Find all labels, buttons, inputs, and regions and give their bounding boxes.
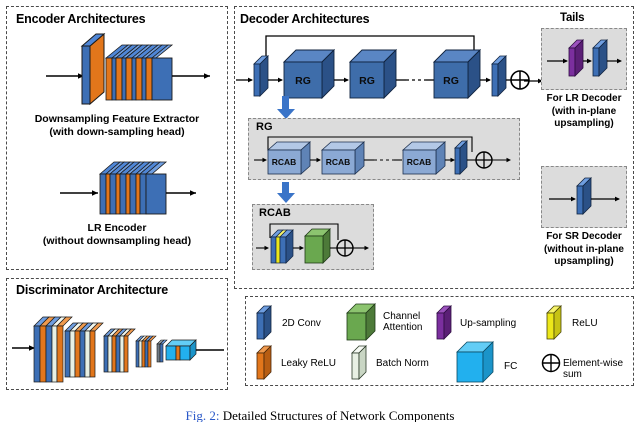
figure-caption-label: Fig. 2: (185, 408, 220, 422)
legend-icon-2d-conv (256, 305, 272, 340)
svg-text:RG: RG (443, 75, 459, 87)
legend-icon-fc (456, 341, 494, 383)
tails-lr-upsample-block (568, 39, 584, 77)
legend-label-relu: ReLU (572, 318, 598, 329)
rg-rcab-block-1: RCAB (320, 141, 366, 175)
legend-icon-up-sampling (436, 305, 452, 340)
legend-label-leaky-relu: Leaky ReLU (281, 358, 337, 369)
decoder-main-chain: RG RG RG (236, 35, 530, 100)
decoder-rg-expand-arrow (277, 96, 295, 119)
tails-sr-caption-line2: (without in-plane (544, 243, 624, 255)
tails-sr-diagram (549, 177, 620, 215)
tails-lr-caption-line1: For LR Decoder (546, 93, 622, 104)
decoder-rg-block-1: RG (348, 48, 398, 100)
decoder-elementwise-sum-icon (510, 70, 530, 90)
legend-icon-relu (546, 305, 562, 340)
legend-icon-element-wise-sum (541, 353, 561, 373)
legend-icon-leaky-relu (256, 345, 272, 380)
svg-text:RG: RG (359, 75, 375, 87)
svg-text:RCAB: RCAB (407, 157, 432, 167)
decoder-rcab-expand-arrow (277, 182, 295, 203)
rcab-elementwise-sum-icon (336, 239, 354, 257)
rg-tail-conv (454, 140, 468, 175)
rg-elementwise-sum-icon (475, 151, 493, 169)
rg-rcab-block-2: RCAB (401, 141, 447, 175)
rg-rcab-block-0: RCAB (266, 141, 312, 175)
tails-sr-caption-line3: upsampling) (554, 256, 614, 267)
decoder-rg-block-0: RG (282, 48, 336, 100)
legend-label-fc: FC (504, 361, 518, 372)
tails-lr-conv-block (592, 39, 608, 77)
legend-label-batch-norm: Batch Norm (376, 358, 429, 369)
svg-text:RCAB: RCAB (326, 157, 351, 167)
svg-text:RCAB: RCAB (272, 157, 297, 167)
decoder-chain-output-arrow (524, 78, 543, 84)
legend-label-channel-attention: Channel Attention (383, 311, 423, 333)
encoder-item-1-caption-line1: LR Encoder (87, 222, 147, 234)
tails-sr-conv-block (576, 177, 592, 215)
legend-label-up-sampling: Up-sampling (460, 318, 517, 329)
legend-icon-batch-norm (351, 345, 367, 380)
encoder-item-1-caption-line2: (without downsampling head) (42, 234, 192, 247)
tails-lr-caption: For LR Decoder (with in-plane upsampling… (528, 93, 640, 131)
svg-text:RG: RG (295, 75, 311, 87)
legend-label-2d-conv: 2D Conv (282, 318, 321, 329)
rcab-conv-relu-stack (270, 229, 294, 264)
figure-caption: Fig. 2: Detailed Structures of Network C… (0, 408, 640, 422)
decoder-head-conv (253, 55, 269, 97)
rcab-group-label: RCAB (259, 207, 291, 219)
rcab-channel-attention-block (304, 228, 331, 264)
panel-discriminator-title: Discriminator Architecture (16, 283, 169, 297)
tails-lr-caption-line3: upsampling) (554, 118, 614, 129)
panel-encoder-title: Encoder Architectures (16, 12, 146, 26)
rcab-internal-chain (256, 223, 369, 264)
tails-sr-caption: For SR Decoder (without in-plane upsampl… (524, 231, 640, 269)
panel-decoder-title: Decoder Architectures (240, 12, 370, 26)
encoder-downsampling-diagram (46, 32, 210, 106)
decoder-rg-block-2: RG (432, 48, 482, 100)
tails-lr-box (541, 28, 627, 90)
figure-caption-text: Detailed Structures of Network Component… (222, 408, 455, 422)
encoder-item-0-caption-line2: (with down-sampling head) (49, 125, 185, 138)
encoder-item-1-caption: LR Encoder (without downsampling head) (6, 222, 228, 247)
encoder-item-0-caption: Downsampling Feature Extractor (with dow… (6, 113, 228, 138)
rg-group-label: RG (256, 121, 273, 133)
legend-label-element-wise-sum: Element-wise sum (563, 358, 624, 380)
discriminator-diagram (12, 316, 224, 383)
tails-lr-diagram (547, 39, 622, 77)
encoder-lr-diagram (60, 161, 196, 215)
rg-internal-chain: RCAB RCAB RCAB (254, 136, 511, 175)
tails-sr-caption-line1: For SR Decoder (546, 231, 622, 242)
tails-lr-caption-line2: (with in-plane (551, 105, 617, 117)
decoder-tail-conv (491, 55, 507, 97)
tails-title: Tails (560, 12, 585, 24)
legend-icon-channel-attention (346, 303, 376, 341)
encoder-item-0-caption-line1: Downsampling Feature Extractor (34, 113, 200, 125)
